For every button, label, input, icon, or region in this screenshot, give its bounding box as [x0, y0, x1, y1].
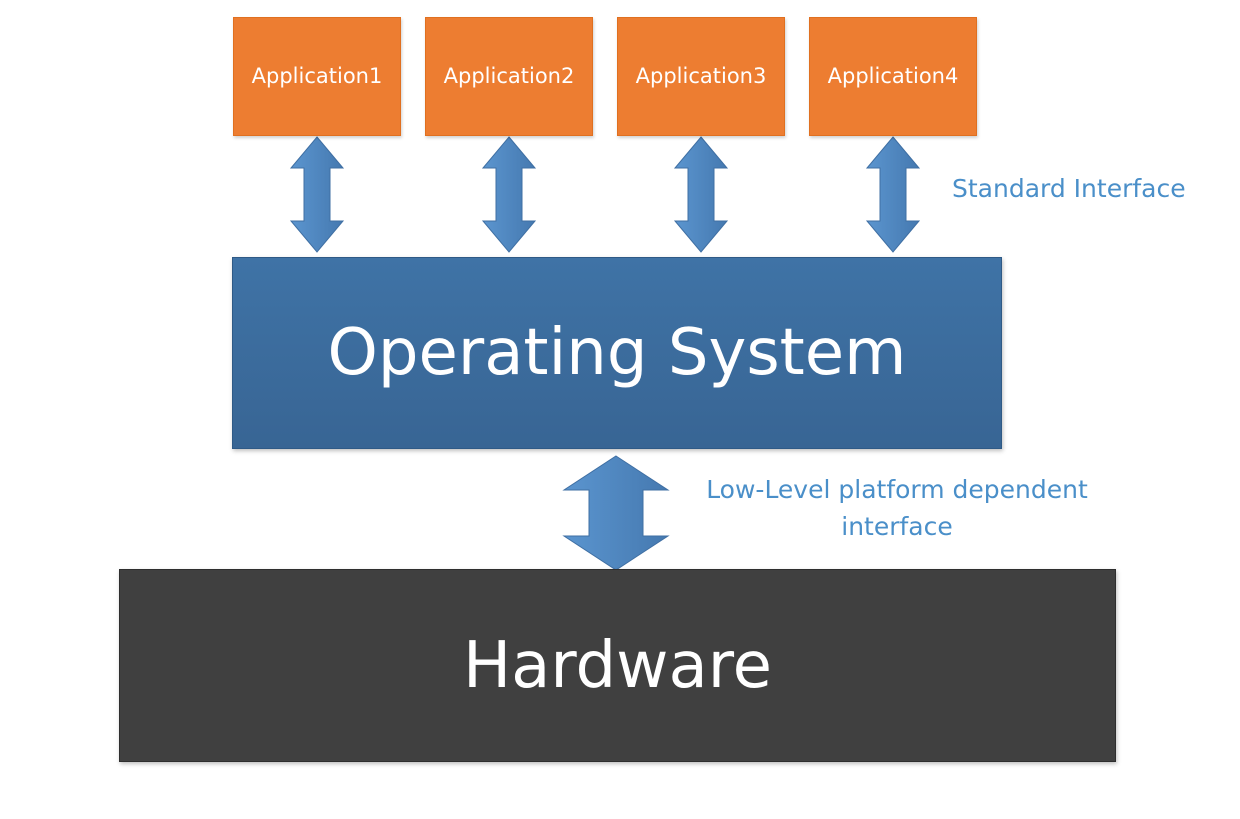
low-level-interface-label: Low-Level platform dependent interface: [706, 475, 1088, 541]
application-4-label: Application4: [827, 63, 959, 88]
operating-system-box: Operating System: [232, 257, 1002, 449]
application-1-label: Application1: [251, 63, 383, 88]
app1-os-double-arrow: [289, 136, 345, 253]
application-2-label: Application2: [443, 63, 575, 88]
hardware-label: Hardware: [463, 628, 772, 703]
standard-interface-label: Standard Interface: [952, 174, 1186, 203]
application-1-box: Application1: [233, 17, 401, 136]
application-3-label: Application3: [635, 63, 767, 88]
application-3-box: Application3: [617, 17, 785, 136]
operating-system-label: Operating System: [327, 316, 907, 390]
os-hardware-double-arrow: [562, 455, 670, 571]
application-2-box: Application2: [425, 17, 593, 136]
application-4-box: Application4: [809, 17, 977, 136]
app2-os-double-arrow: [481, 136, 537, 253]
app4-os-double-arrow: [865, 136, 921, 253]
app3-os-double-arrow: [673, 136, 729, 253]
hardware-box: Hardware: [119, 569, 1116, 762]
